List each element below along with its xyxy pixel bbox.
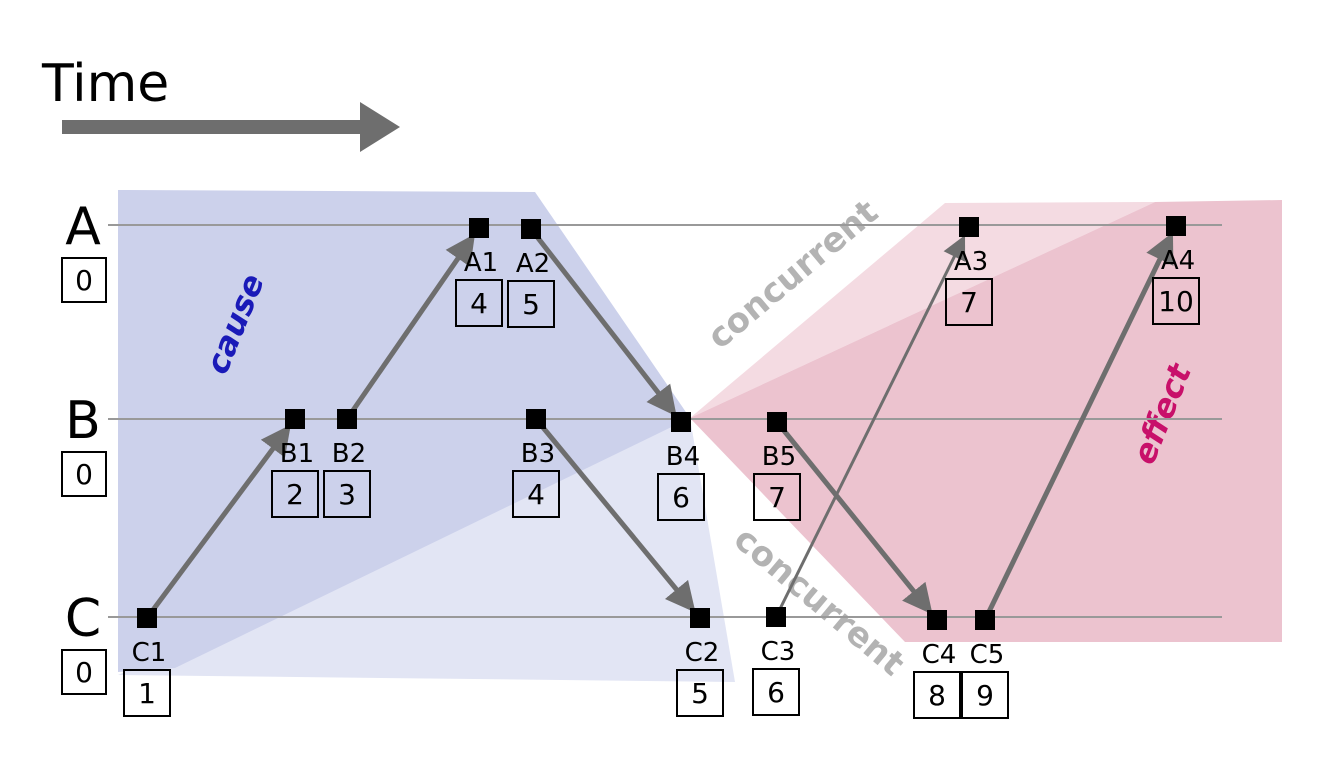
message-arrow-A2-B4 (529, 227, 677, 417)
event-B5: B57 (753, 412, 801, 521)
event-label: C1 (132, 638, 167, 668)
event-C4: C48 (913, 610, 961, 719)
initial-clock-value: 0 (75, 656, 93, 689)
clock-value: 1 (138, 677, 156, 710)
clock-box (753, 473, 801, 521)
message-arrow-C3-A3 (774, 235, 966, 618)
clock-box (752, 668, 800, 716)
clock-box (676, 669, 724, 717)
clock-box (945, 278, 993, 326)
clock-box (1152, 277, 1200, 325)
event-marker (959, 217, 979, 237)
clock-box (657, 473, 705, 521)
clock-value: 7 (960, 286, 978, 319)
clock-value: 10 (1158, 285, 1194, 318)
event-C2: C25 (676, 608, 724, 717)
initial-clock-box (61, 649, 107, 695)
event-label: A4 (1161, 246, 1195, 276)
clock-box (271, 470, 319, 518)
message-arrow-B2-A1 (344, 233, 476, 421)
event-label: A3 (954, 247, 988, 277)
initial-clock-box (61, 257, 107, 303)
event-marker (337, 409, 357, 429)
event-label: B2 (332, 439, 366, 469)
event-marker (469, 218, 489, 238)
clock-value: 7 (768, 481, 786, 514)
clock-box (507, 280, 555, 328)
event-C5: C59 (961, 610, 1009, 719)
process-label-B: B (65, 391, 101, 451)
event-marker (671, 412, 691, 432)
message-arrow-C5-A4 (982, 232, 1174, 622)
message-arrow-B3-C2 (534, 417, 696, 613)
process-label-C: C (65, 589, 101, 649)
clock-value: 5 (522, 288, 540, 321)
event-marker (975, 610, 995, 630)
initial-clock-value: 0 (75, 264, 93, 297)
event-marker (137, 608, 157, 628)
clock-box (323, 470, 371, 518)
initial-clock-box (61, 451, 107, 497)
event-label: B4 (666, 442, 700, 472)
event-label: A2 (516, 249, 550, 279)
clock-box (512, 470, 560, 518)
time-label: Time (41, 54, 169, 114)
event-C1: C11 (123, 608, 171, 717)
event-label: B5 (762, 442, 796, 472)
event-label: C5 (970, 640, 1005, 670)
clock-box (123, 669, 171, 717)
clock-value: 8 (928, 679, 946, 712)
message-arrow-C1-B1 (144, 424, 291, 620)
event-A3: A37 (945, 217, 993, 326)
event-marker (285, 409, 305, 429)
event-C3: C36 (752, 607, 800, 716)
process-label-A: A (65, 197, 101, 257)
event-label: C3 (761, 637, 796, 667)
event-label: A1 (464, 248, 498, 278)
clock-value: 6 (767, 676, 785, 709)
event-marker (521, 219, 541, 239)
event-marker (767, 412, 787, 432)
event-label: C2 (685, 638, 720, 668)
event-B1: B12 (271, 409, 319, 518)
clock-value: 4 (470, 287, 488, 320)
event-A1: A14 (455, 218, 503, 327)
cause-region (118, 190, 690, 672)
initial-clock-value: 0 (75, 458, 93, 491)
event-label: B3 (521, 439, 555, 469)
message-arrow-B5-C4 (775, 420, 933, 615)
time-arrow (62, 102, 400, 152)
event-marker (927, 610, 947, 630)
event-label: C4 (922, 640, 957, 670)
event-label: B1 (280, 439, 314, 469)
clock-value: 2 (286, 478, 304, 511)
event-A2: A25 (507, 219, 555, 328)
clock-box (913, 671, 961, 719)
clock-value: 4 (527, 478, 545, 511)
clock-value: 6 (672, 481, 690, 514)
clock-box (961, 671, 1009, 719)
clock-value: 5 (691, 677, 709, 710)
event-B2: B23 (323, 409, 371, 518)
clock-box (455, 279, 503, 327)
event-marker (690, 608, 710, 628)
clock-value: 3 (338, 478, 356, 511)
event-marker (1166, 216, 1186, 236)
event-B4: B46 (657, 412, 705, 521)
event-B3: B34 (512, 409, 560, 518)
event-marker (766, 607, 786, 627)
clock-value: 9 (976, 679, 994, 712)
event-marker (526, 409, 546, 429)
